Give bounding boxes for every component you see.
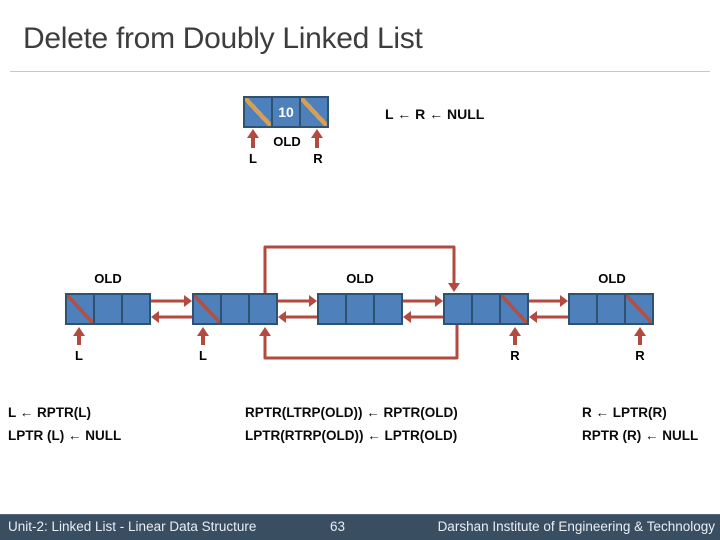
data-cell bbox=[596, 293, 626, 325]
l-pointer-label-1: L bbox=[75, 348, 83, 363]
r-label-top: R bbox=[313, 151, 323, 166]
prev-pointer-cell bbox=[568, 293, 598, 325]
list-node-3-old bbox=[317, 293, 403, 325]
r-pointer-label-1: R bbox=[510, 348, 520, 363]
statements-center: RPTR(LTRP(OLD)) ← RPTR(OLD) LPTR(RTRP(OL… bbox=[245, 401, 458, 447]
statement-line: LPTR(RTRP(OLD)) ← LPTR(OLD) bbox=[245, 428, 458, 443]
next-pointer-cell-null-slash bbox=[624, 293, 654, 325]
node-value: 10 bbox=[278, 104, 294, 120]
footer-course: Unit-2: Linked List - Linear Data Struct… bbox=[8, 519, 257, 534]
data-cell bbox=[93, 293, 123, 325]
deleted-node: 10 bbox=[243, 96, 329, 128]
statement-line: RPTR (R) ← NULL bbox=[582, 428, 699, 443]
old-label-2: OLD bbox=[346, 271, 374, 286]
list-node-2 bbox=[192, 293, 278, 325]
data-cell bbox=[345, 293, 375, 325]
footer-page-number: 63 bbox=[330, 519, 346, 534]
old-label-3: OLD bbox=[598, 271, 626, 286]
prev-pointer-cell-null-slash bbox=[192, 293, 222, 325]
next-pointer-cell bbox=[121, 293, 151, 325]
r-pointer-label-2: R bbox=[635, 348, 645, 363]
statement-line: L ← RPTR(L) bbox=[8, 405, 91, 420]
l-pointer-label-2: L bbox=[199, 348, 207, 363]
list-node-1 bbox=[65, 293, 151, 325]
l-label-top: L bbox=[249, 151, 257, 166]
list-node-5 bbox=[568, 293, 654, 325]
prev-pointer-cell bbox=[443, 293, 473, 325]
statement-line: LPTR (L) ← NULL bbox=[8, 428, 122, 443]
statement-line: R ← LPTR(R) bbox=[582, 405, 667, 420]
next-pointer-cell bbox=[373, 293, 403, 325]
assignment-l-r-null: L ← R ← NULL bbox=[385, 106, 485, 122]
list-node-4 bbox=[443, 293, 529, 325]
page-title: Delete from Doubly Linked List bbox=[23, 22, 423, 55]
prev-pointer-cell bbox=[317, 293, 347, 325]
data-cell: 10 bbox=[271, 96, 301, 128]
footer-institute: Darshan Institute of Engineering & Techn… bbox=[437, 519, 715, 534]
next-pointer-cell-null-slash bbox=[499, 293, 529, 325]
data-cell bbox=[220, 293, 250, 325]
statement-line: RPTR(LTRP(OLD)) ← RPTR(OLD) bbox=[245, 405, 458, 420]
next-pointer-cell bbox=[248, 293, 278, 325]
prev-pointer-cell-null-slash bbox=[243, 96, 273, 128]
old-label-1: OLD bbox=[94, 271, 122, 286]
statements-right: R ← LPTR(R) RPTR (R) ← NULL bbox=[582, 401, 698, 447]
next-pointer-cell-null-slash bbox=[299, 96, 329, 128]
title-underline bbox=[10, 71, 710, 72]
prev-pointer-cell-null-slash bbox=[65, 293, 95, 325]
old-label-top: OLD bbox=[273, 134, 301, 149]
data-cell bbox=[471, 293, 501, 325]
statements-left: L ← RPTR(L) LPTR (L) ← NULL bbox=[8, 401, 121, 447]
footer-bar: Unit-2: Linked List - Linear Data Struct… bbox=[0, 514, 720, 540]
